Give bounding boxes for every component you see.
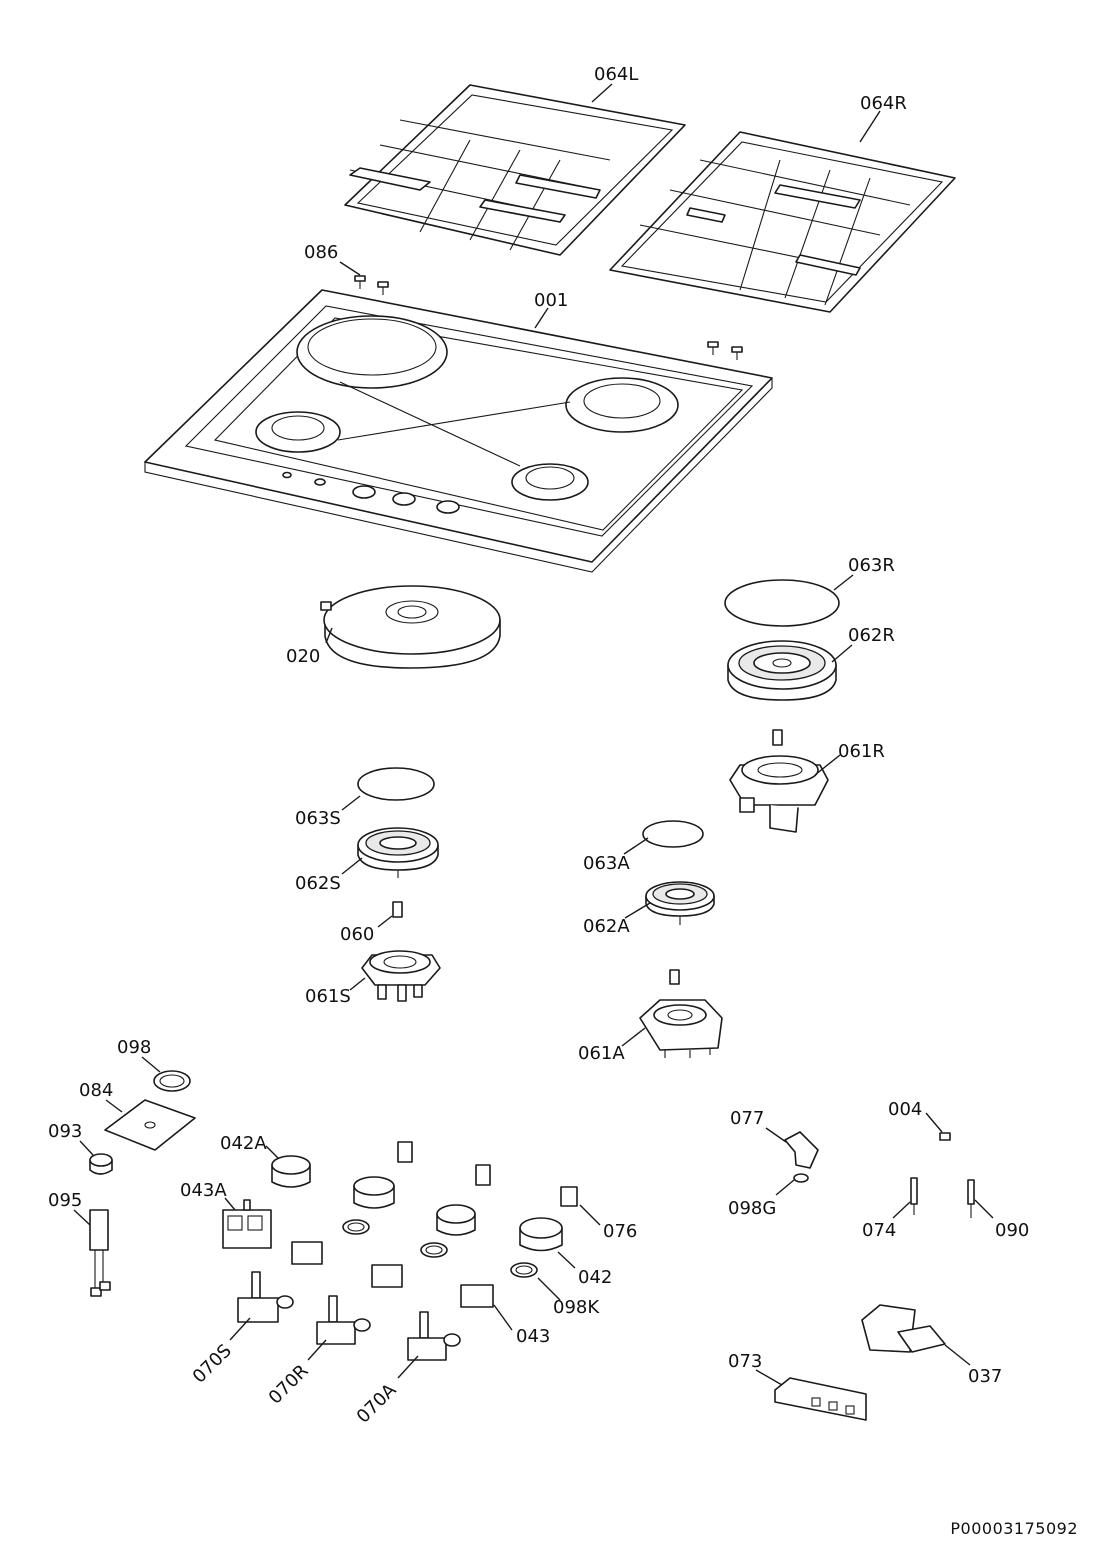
label-063R: 063R (848, 555, 895, 576)
label-076: 076 (603, 1221, 637, 1242)
screws-086 (354, 275, 743, 360)
seal-098 (153, 1070, 191, 1092)
label-062R: 062R (848, 625, 895, 646)
label-064R: 064R (860, 93, 907, 114)
label-061R: 061R (838, 741, 885, 762)
document-number: P00003175092 (950, 1519, 1078, 1538)
clips-076 (397, 1141, 578, 1207)
clip-004 (939, 1132, 951, 1141)
burner-crown-062S (357, 827, 439, 878)
thermocouple-074 (910, 1177, 918, 1215)
label-043A: 043A (180, 1180, 227, 1201)
label-086: 086 (304, 242, 338, 263)
knob-042A (271, 1155, 311, 1188)
label-061A: 061A (578, 1043, 625, 1064)
label-077: 077 (730, 1108, 764, 1129)
label-042: 042 (578, 1267, 612, 1288)
knob-042 (519, 1217, 563, 1252)
label-060: 060 (340, 924, 374, 945)
burner-crown-062A (645, 881, 715, 925)
pan-support-right (609, 131, 956, 313)
label-020: 020 (286, 646, 320, 667)
label-037: 037 (968, 1366, 1002, 1387)
knob-center-right (436, 1204, 476, 1236)
leader-lines (73, 83, 994, 1386)
label-001: 001 (534, 290, 568, 311)
burner-body-061A (639, 969, 723, 1058)
label-074: 074 (862, 1220, 896, 1241)
burner-crown-062R (727, 640, 837, 701)
label-073: 073 (728, 1351, 762, 1372)
knob-center-left (353, 1176, 395, 1209)
pan-support-left (344, 84, 686, 256)
ignition-switches-043 (291, 1241, 494, 1308)
label-098K: 098K (553, 1297, 600, 1318)
injector-060 (392, 901, 403, 918)
label-064L: 064L (594, 64, 638, 85)
plate-084 (104, 1099, 196, 1151)
button-093 (89, 1153, 113, 1175)
gas-valve-070S (237, 1271, 294, 1323)
label-093: 093 (48, 1121, 82, 1142)
burner-cap-063A (642, 820, 704, 848)
part-labels: 064L 064R 086 001 020 063R 062R 061R 063… (48, 64, 1029, 1428)
burner-cap-063R (724, 579, 840, 627)
burner-body-061S (361, 950, 441, 1002)
label-042A: 042A (220, 1133, 267, 1154)
label-004: 004 (888, 1099, 922, 1120)
label-061S: 061S (305, 986, 351, 1007)
label-063A: 063A (583, 853, 630, 874)
label-062S: 062S (295, 873, 341, 894)
burner-body-061R (729, 729, 829, 833)
label-063S: 063S (295, 808, 341, 829)
label-070R: 070R (265, 1361, 313, 1409)
label-070S: 070S (189, 1340, 236, 1387)
switch-043A (222, 1199, 272, 1249)
electrode-090 (967, 1179, 975, 1218)
hob-top-panel (144, 289, 773, 573)
switch-095 (89, 1209, 111, 1297)
label-098: 098 (117, 1037, 151, 1058)
seal-098G (793, 1173, 809, 1183)
ignition-unit-073 (774, 1377, 867, 1421)
gas-valve-070A (407, 1311, 461, 1361)
label-084: 084 (79, 1080, 113, 1101)
burner-cap-063S (357, 767, 435, 801)
label-062A: 062A (583, 916, 630, 937)
bezel-rings (342, 1219, 538, 1278)
label-043: 043 (516, 1326, 550, 1347)
elbow-077 (784, 1131, 819, 1169)
label-095: 095 (48, 1190, 82, 1211)
switch-037 (861, 1304, 946, 1353)
hotplate-020 (320, 585, 501, 669)
label-090: 090 (995, 1220, 1029, 1241)
label-098G: 098G (728, 1198, 776, 1219)
label-070A: 070A (353, 1379, 401, 1427)
gas-valve-070R (316, 1295, 371, 1345)
